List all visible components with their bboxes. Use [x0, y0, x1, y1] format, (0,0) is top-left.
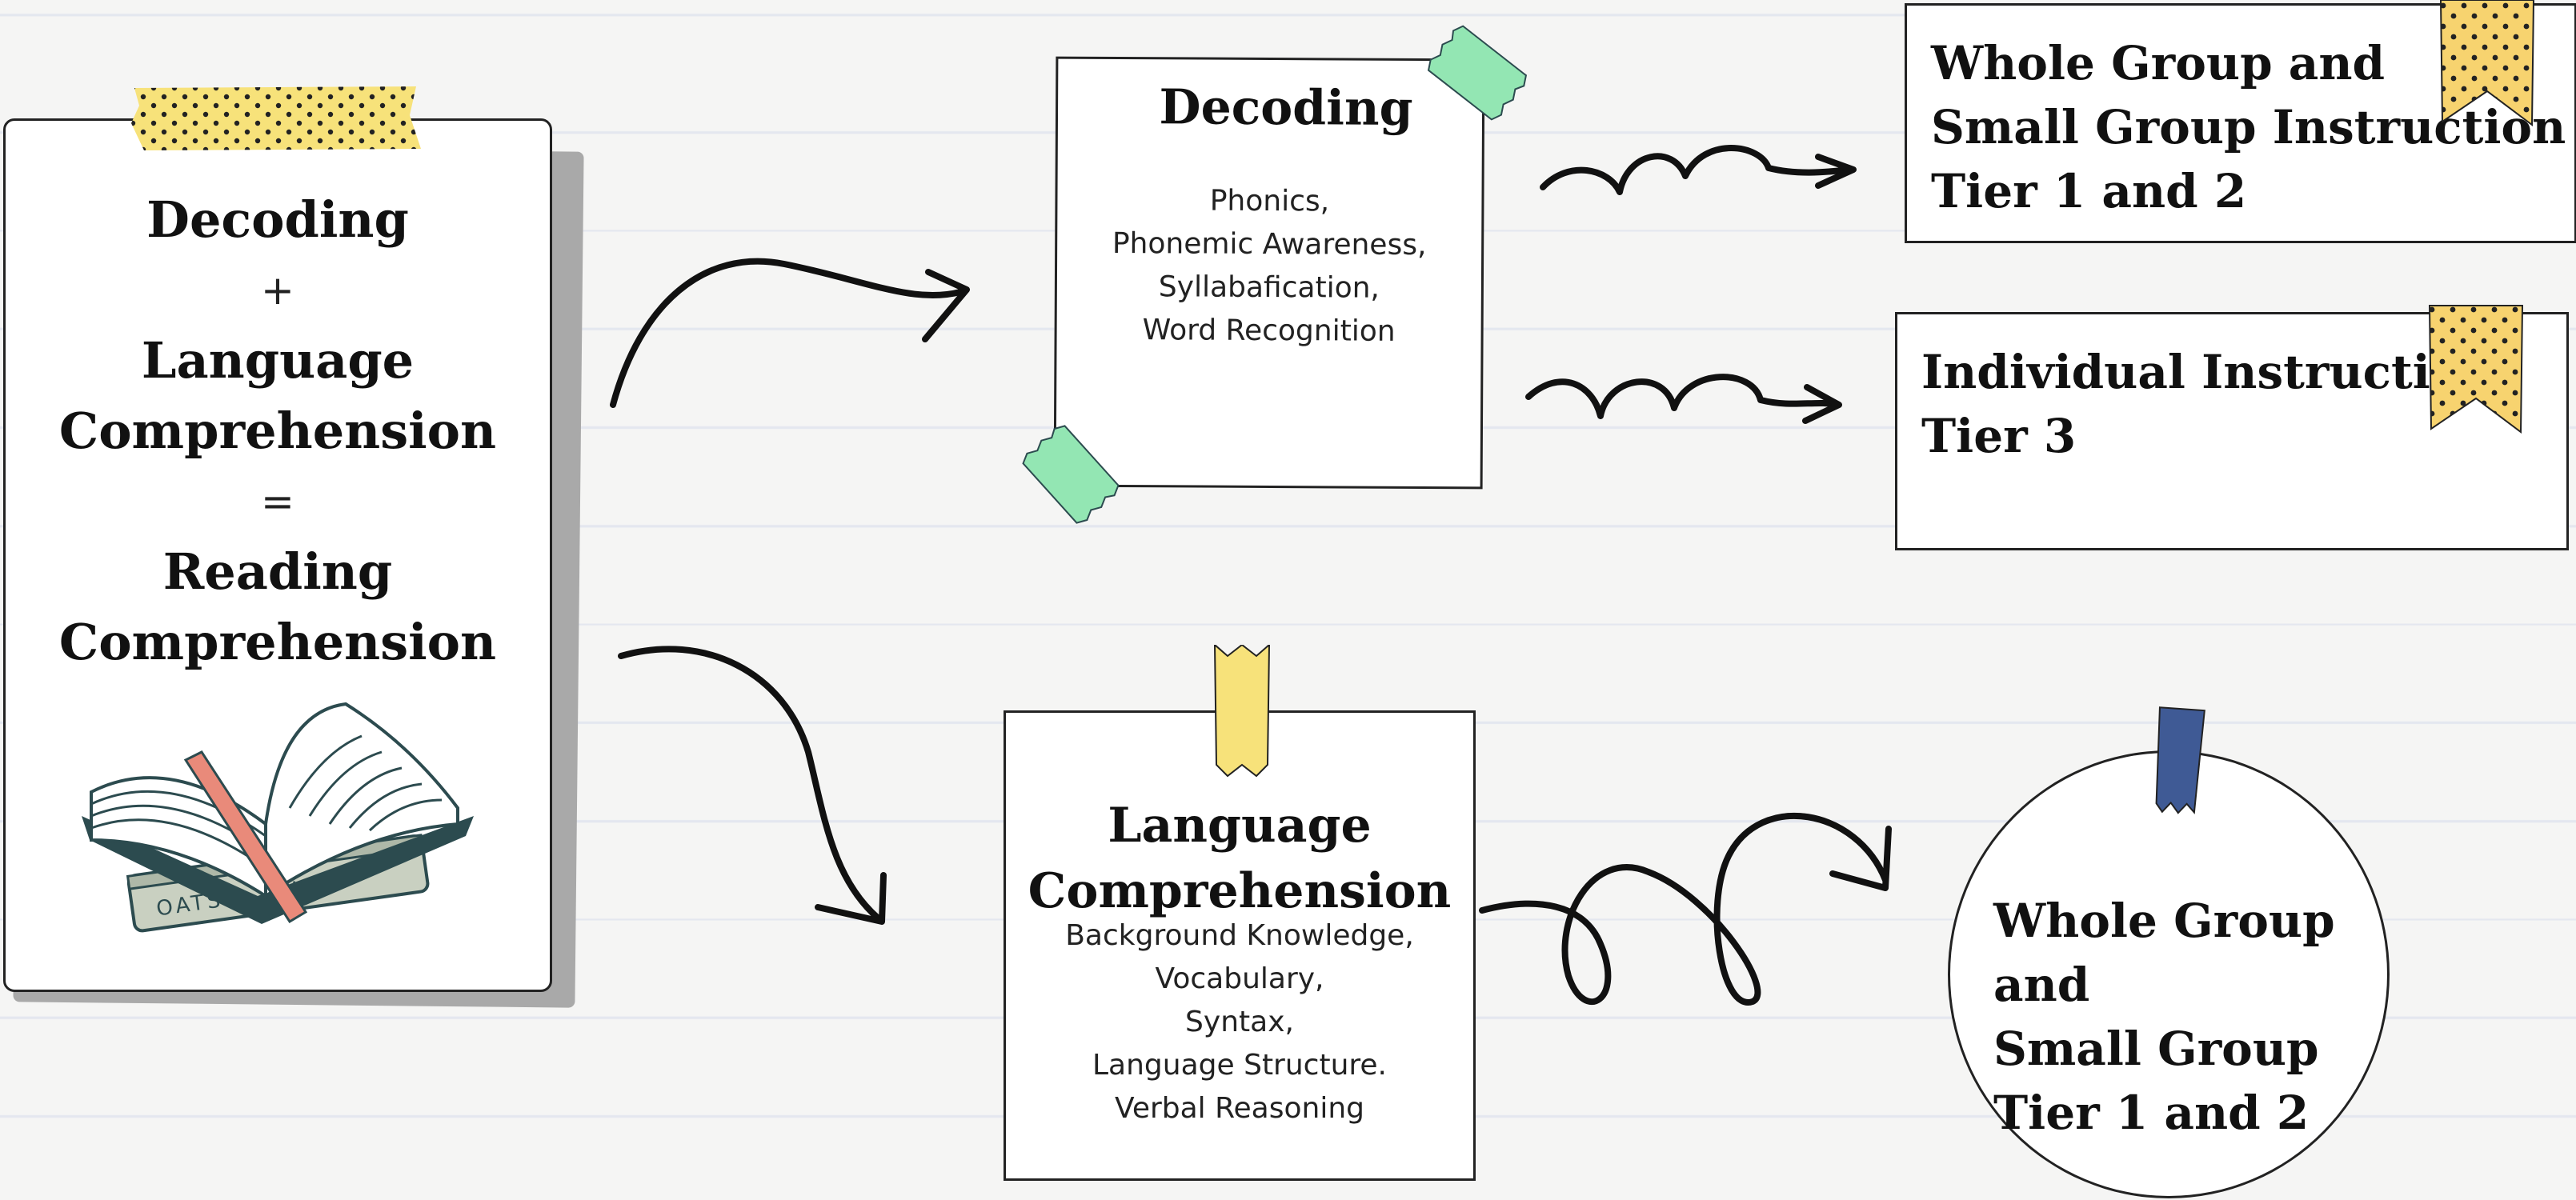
language-title-line1: Language	[1108, 798, 1372, 854]
language-card: Language Comprehension Background Knowle…	[1004, 710, 1476, 1181]
arrowhead-icon	[922, 269, 970, 342]
circle-card: Whole Group and Small Group Tier 1 and 2	[1948, 750, 2390, 1198]
arrowhead-icon	[1815, 154, 1857, 189]
main-card-language: Language	[141, 331, 415, 390]
arrow-to-decoding	[610, 258, 963, 408]
arrowhead-icon	[1802, 384, 1842, 424]
language-item: Language Structure.	[1092, 1049, 1387, 1082]
main-card-comprehension: Comprehension	[58, 402, 497, 460]
loop-arrow-circle	[1479, 812, 1889, 1006]
main-card-plus: +	[261, 267, 294, 314]
main-card: Decoding + Language Comprehension = Read…	[3, 118, 552, 992]
main-card-reading: Reading	[162, 542, 393, 601]
arrowhead-icon	[815, 872, 887, 925]
language-item: Verbal Reasoning	[1114, 1092, 1364, 1125]
language-item: Syntax,	[1185, 1006, 1294, 1038]
navy-tape-icon	[2155, 706, 2205, 814]
green-tape-icon	[1427, 25, 1528, 121]
open-book-icon: OATS & MILK	[82, 702, 474, 933]
tier12-line3: Tier 1 and 2	[1931, 164, 2247, 218]
circle-line3: Tier 1 and 2	[1993, 1086, 2310, 1140]
language-title-line2: Comprehension	[1028, 863, 1452, 919]
arrow-to-language	[618, 646, 883, 923]
circle-line2: Small Group	[1993, 1022, 2319, 1076]
yellow-tape-icon	[1213, 645, 1271, 778]
tier3-line2: Tier 3	[1921, 409, 2077, 463]
circle-line1: Whole Group and	[1993, 894, 2335, 1012]
yellow-tape-icon	[131, 86, 421, 150]
main-card-decoding: Decoding	[146, 190, 409, 249]
language-item: Vocabulary,	[1155, 962, 1324, 995]
squiggle-arrow-tier12	[1540, 145, 1853, 195]
tier3-line1: Individual Instruction	[1921, 345, 2495, 399]
main-card-reading-comprehension: Comprehension	[58, 613, 497, 671]
squiggle-arrow-tier3	[1525, 374, 1841, 419]
arrowhead-icon	[1829, 826, 1892, 891]
main-card-equals: =	[261, 478, 294, 525]
tier12-line1: Whole Group and	[1931, 36, 2386, 90]
green-tape-icon	[1022, 425, 1120, 524]
yellow-banner-icon	[2428, 305, 2524, 434]
yellow-banner-icon	[2439, 0, 2535, 126]
language-item: Background Knowledge,	[1065, 919, 1414, 952]
